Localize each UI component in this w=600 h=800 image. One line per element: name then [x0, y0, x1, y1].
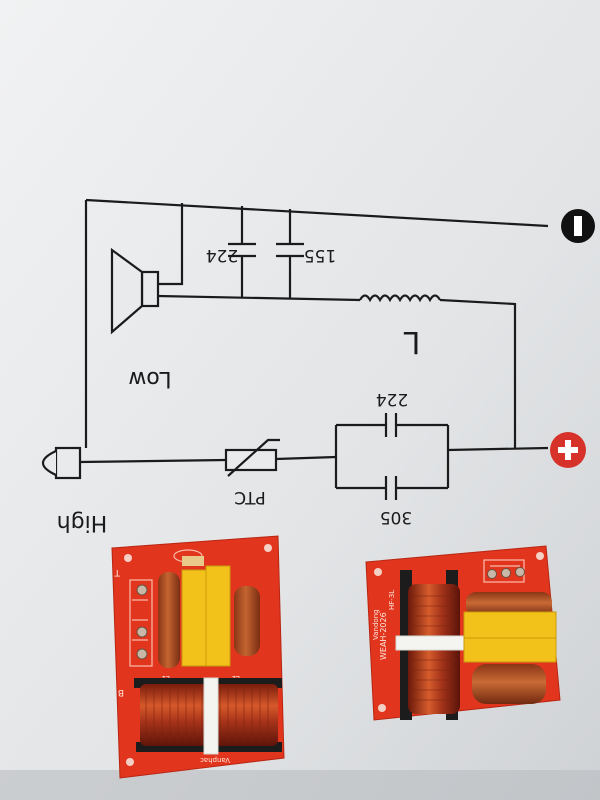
- left-yellow-cap-1: [181, 569, 207, 667]
- label-high: High: [57, 510, 108, 535]
- wire-top-rail: [85, 198, 549, 228]
- left-crossover-board: T B L1 L2 Vanphac: [111, 535, 285, 779]
- left-mark-b: B: [118, 687, 124, 697]
- right-mark-model: WEAH-2026: [379, 612, 388, 660]
- schematic: [41, 198, 549, 500]
- left-coil-windings: [145, 686, 269, 744]
- left-mark-t: T: [114, 567, 121, 577]
- right-hole-1: [374, 568, 382, 576]
- right-yellow-cap-2: [463, 637, 557, 663]
- left-yellow-cap-2: [205, 565, 231, 667]
- schematic-labels: 224 155 L Low 224 PTC 305 High: [57, 245, 421, 535]
- left-brand-mark: Vanphac: [200, 756, 230, 764]
- wire-to-positive: [447, 446, 549, 452]
- left-hole-3: [126, 758, 134, 766]
- label-ptc: PTC: [234, 487, 266, 507]
- shadow-bottom: [0, 770, 600, 800]
- right-hole-3: [378, 704, 386, 712]
- left-hole-1: [124, 554, 132, 562]
- right-mark-type: HF-3L: [388, 590, 396, 610]
- tweeter-dome: [41, 450, 57, 476]
- plus-v: [565, 440, 571, 460]
- inductor-coil: [359, 294, 441, 303]
- positive-terminal: [550, 432, 586, 468]
- wire-woofer-minus: [158, 203, 184, 286]
- left-screw-1: [136, 584, 148, 596]
- wire-inductor-right: [439, 298, 517, 448]
- left-brown-cap-2: [234, 586, 260, 656]
- woofer-cone: [110, 247, 144, 335]
- left-screw-3: [136, 648, 148, 660]
- left-zip-tie: [203, 677, 219, 755]
- left-screw-2: [136, 626, 148, 638]
- right-yellow-cap-1: [463, 611, 557, 639]
- left-brown-cap-1: [158, 572, 180, 668]
- right-screw-2: [501, 568, 511, 578]
- right-crossover-board: WEAH-2026 Vandong HF-3L: [365, 545, 561, 721]
- label-cap-224-mid: 224: [376, 389, 408, 409]
- right-coil-windings: [410, 595, 458, 701]
- label-low: Low: [128, 366, 171, 391]
- left-label-tag: [182, 556, 204, 566]
- label-inductor: L: [403, 324, 420, 359]
- negative-terminal: [561, 209, 595, 243]
- woofer-magnet: [140, 270, 160, 308]
- right-brown-cap-top: [466, 592, 552, 616]
- wire-ptc-to-caps: [275, 455, 337, 461]
- right-brown-cap-bot: [472, 664, 546, 704]
- right-hole-2: [536, 552, 544, 560]
- right-zip-tie: [395, 635, 469, 651]
- label-cap-305: 305: [380, 507, 412, 527]
- label-cap-224-top: 224: [206, 245, 238, 265]
- right-mark-brand: Vandong: [372, 609, 380, 640]
- wire-woofer-plus: [157, 294, 361, 302]
- right-screw-3: [515, 567, 525, 577]
- minus-bar: [574, 216, 582, 236]
- ptc-body: [224, 448, 278, 472]
- tweeter-body: [54, 446, 82, 480]
- left-hole-2: [264, 544, 272, 552]
- ptc-slash: [227, 438, 280, 477]
- right-screw-1: [487, 569, 497, 579]
- label-cap-155: 155: [304, 245, 336, 265]
- wire-high-to-ptc: [79, 458, 227, 464]
